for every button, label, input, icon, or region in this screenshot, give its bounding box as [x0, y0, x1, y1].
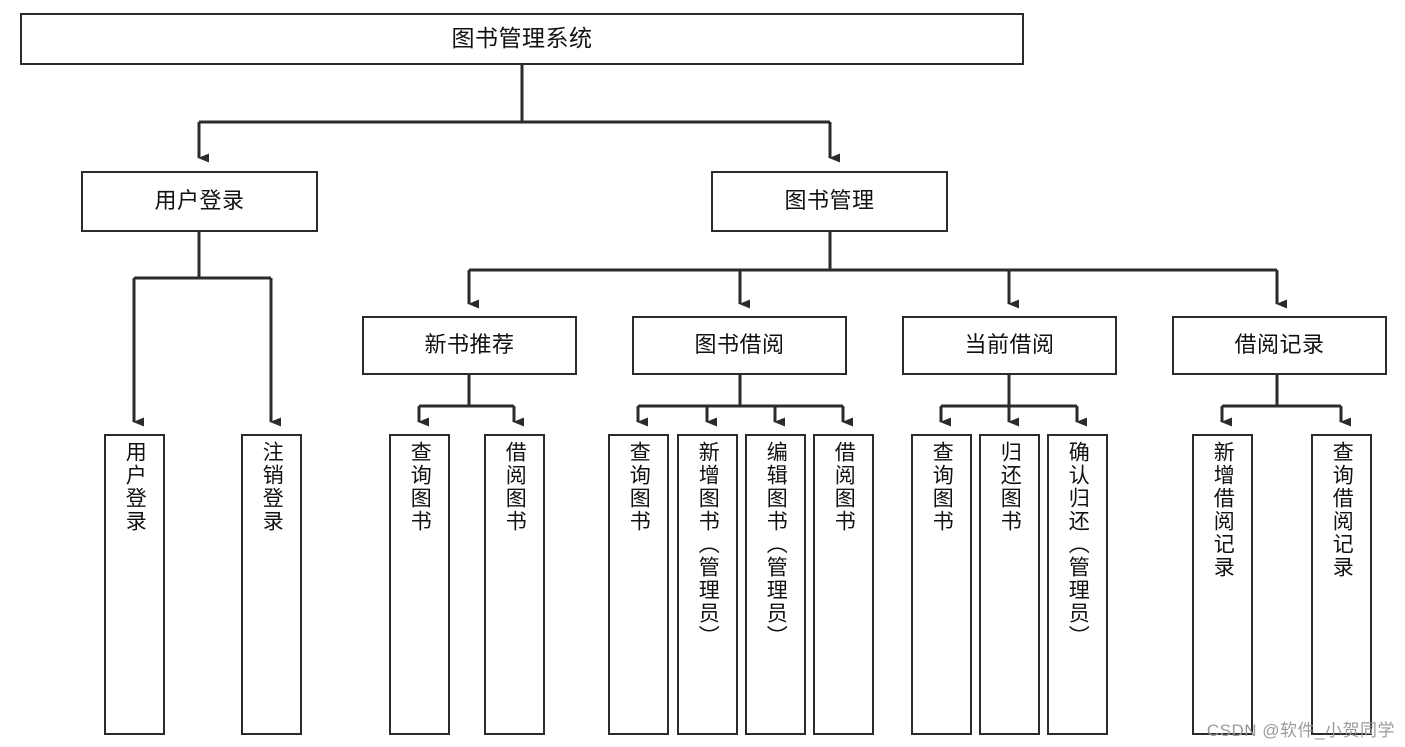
node-book-borrow[interactable]: 图书借阅 — [632, 316, 847, 375]
leaf-label: 编辑图书（管理员） — [764, 441, 788, 648]
leaf-label: 归还图书 — [998, 441, 1022, 533]
leaf-current-borrow-return[interactable]: 归还图书 — [979, 434, 1040, 735]
node-user-login-label: 用户登录 — [154, 188, 245, 214]
leaf-label: 注销登录 — [260, 441, 284, 533]
leaf-label: 新增图书（管理员） — [696, 441, 720, 648]
leaf-label: 借阅图书 — [832, 441, 856, 533]
node-root[interactable]: 图书管理系统 — [20, 13, 1024, 65]
leaf-label: 确认归还（管理员） — [1066, 441, 1090, 648]
leaf-user-login-login[interactable]: 用户登录 — [104, 434, 165, 735]
leaf-book-borrow-query[interactable]: 查询图书 — [608, 434, 669, 735]
leaf-new-book-query[interactable]: 查询图书 — [389, 434, 450, 735]
node-new-book-recommend[interactable]: 新书推荐 — [362, 316, 577, 375]
node-borrow-record[interactable]: 借阅记录 — [1172, 316, 1387, 375]
leaf-borrow-record-add[interactable]: 新增借阅记录 — [1192, 434, 1253, 735]
leaf-label: 查询借阅记录 — [1330, 441, 1354, 579]
leaf-label: 用户登录 — [123, 441, 147, 533]
leaf-book-borrow-edit[interactable]: 编辑图书（管理员） — [745, 434, 806, 735]
leaf-user-login-logout[interactable]: 注销登录 — [241, 434, 302, 735]
leaf-label: 查询图书 — [930, 441, 954, 533]
leaf-label: 新增借阅记录 — [1211, 441, 1235, 579]
leaf-label: 查询图书 — [627, 441, 651, 533]
leaf-label: 借阅图书 — [503, 441, 527, 533]
leaf-new-book-borrow[interactable]: 借阅图书 — [484, 434, 545, 735]
node-current-borrow-label: 当前借阅 — [964, 332, 1055, 358]
node-user-login[interactable]: 用户登录 — [81, 171, 318, 232]
leaf-current-borrow-confirm-return[interactable]: 确认归还（管理员） — [1047, 434, 1108, 735]
leaf-borrow-record-query[interactable]: 查询借阅记录 — [1311, 434, 1372, 735]
node-current-borrow[interactable]: 当前借阅 — [902, 316, 1117, 375]
node-new-book-recommend-label: 新书推荐 — [424, 332, 515, 358]
leaf-book-borrow-add[interactable]: 新增图书（管理员） — [677, 434, 738, 735]
leaf-current-borrow-query[interactable]: 查询图书 — [911, 434, 972, 735]
node-borrow-record-label: 借阅记录 — [1234, 332, 1325, 358]
node-book-management-label: 图书管理 — [784, 188, 875, 214]
leaf-label: 查询图书 — [408, 441, 432, 533]
leaf-book-borrow-borrow[interactable]: 借阅图书 — [813, 434, 874, 735]
csdn-watermark: CSDN @软件_小贺同学 — [1206, 721, 1395, 740]
node-book-management[interactable]: 图书管理 — [711, 171, 948, 232]
node-root-label: 图书管理系统 — [451, 25, 593, 52]
node-book-borrow-label: 图书借阅 — [694, 332, 785, 358]
